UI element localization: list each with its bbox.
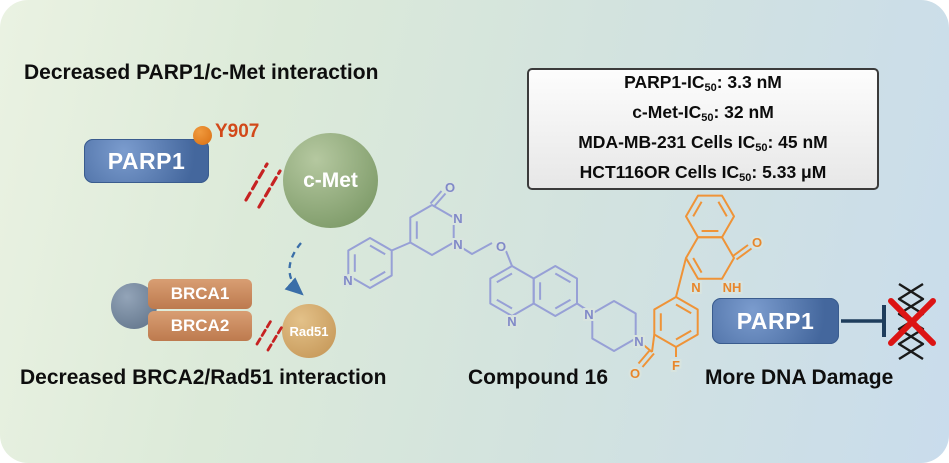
phthalazinone-ring [685, 236, 735, 280]
pyridazinone-n1-label: N [453, 211, 462, 226]
ic50-hct-pre: HCT116OR Cells IC [579, 162, 740, 182]
piperazine-n2-label: N [634, 334, 643, 349]
rad51-protein-circle: Rad51 [282, 304, 336, 358]
fluorobenzene-ring [653, 296, 699, 348]
ic50-mda-post: : 45 nM [767, 132, 828, 152]
ic50-results-box: PARP1-IC50: 3.3 nM c-Met-IC50: 32 nM MDA… [527, 68, 879, 190]
parp1-protein-right: PARP1 [712, 298, 839, 344]
cmet-label: c-Met [303, 168, 358, 192]
left-title: Decreased PARP1/c-Met interaction [24, 61, 379, 84]
phthalazinone-benzo-ring [685, 194, 735, 239]
brca1-protein: BRCA1 [148, 279, 252, 309]
y907-label: Y907 [215, 121, 260, 142]
phthalazinone-o-label: O [752, 235, 762, 250]
rad51-label: Rad51 [289, 323, 329, 339]
piperazine-ring [591, 300, 637, 352]
pyridazinone-n2-label: N [453, 237, 462, 252]
ic50-cmet-pre: c-Met-IC [632, 102, 702, 122]
pyridazinone-ring [409, 204, 455, 256]
parp1-protein-left: PARP1 [84, 139, 209, 183]
quinoline-n-label: N [507, 314, 516, 329]
pyridazinone-o-label: O [445, 180, 455, 195]
ic50-mda-pre: MDA-MB-231 Cells IC [578, 132, 756, 152]
ic50-line-cmet: c-Met-IC50: 32 nM [632, 99, 774, 129]
ic50-parp1-sub: 50 [704, 82, 717, 94]
phthalazinone-nh-label: NH [723, 280, 742, 295]
ether-o-label: O [496, 239, 506, 254]
dna-icon [897, 282, 925, 361]
fluorine-label: F [672, 358, 680, 373]
bottom-left-title: Decreased BRCA2/Rad51 interaction [20, 366, 387, 389]
ic50-cmet-sub: 50 [701, 112, 714, 124]
amide-o-label: O [630, 366, 640, 381]
ic50-parp1-post: : 3.3 nM [716, 72, 782, 92]
y907-phospho-dot [193, 126, 212, 145]
phthalazinone-n-label: N [691, 280, 700, 295]
blocked-marks-brca2-rad51 [255, 317, 285, 352]
compound-label: Compound 16 [468, 366, 608, 389]
ic50-parp1-pre: PARP1-IC [624, 72, 705, 92]
blocked-marks-parp1-cmet [244, 162, 282, 209]
quinoline-ring-left [489, 265, 535, 317]
red-cross-icon [888, 298, 936, 346]
ic50-line-mda: MDA-MB-231 Cells IC50: 45 nM [578, 129, 828, 159]
pyridine-n-label: N [343, 273, 352, 288]
parp1-right-label: PARP1 [736, 307, 815, 334]
ic50-line-parp1: PARP1-IC50: 3.3 nM [624, 69, 782, 99]
ic50-hct-sub: 50 [739, 172, 752, 184]
quinoline-ring-right [532, 265, 578, 317]
molecule-pyridazinone-quinoline-piperazine [347, 190, 637, 352]
right-title: More DNA Damage [705, 366, 894, 389]
ic50-cmet-post: : 32 nM [713, 102, 774, 122]
cmet-protein-circle: c-Met [283, 133, 378, 228]
pyridine-ring [347, 237, 393, 289]
brca2-label: BRCA2 [170, 316, 230, 335]
brca2-protein: BRCA2 [148, 311, 252, 341]
brca1-label: BRCA1 [170, 284, 230, 303]
cmet-to-rad51-arrow [284, 242, 304, 296]
molecule-atom-labels: N N N O O N N N O F O NH N [341, 178, 764, 383]
ic50-hct-post: : 5.33 μM [751, 162, 827, 182]
ic50-mda-sub: 50 [755, 142, 768, 154]
inhibition-bar [841, 305, 886, 337]
piperazine-n1-label: N [584, 307, 593, 322]
ic50-line-hct: HCT116OR Cells IC50: 5.33 μM [580, 159, 827, 189]
parp1-left-label: PARP1 [107, 147, 186, 174]
